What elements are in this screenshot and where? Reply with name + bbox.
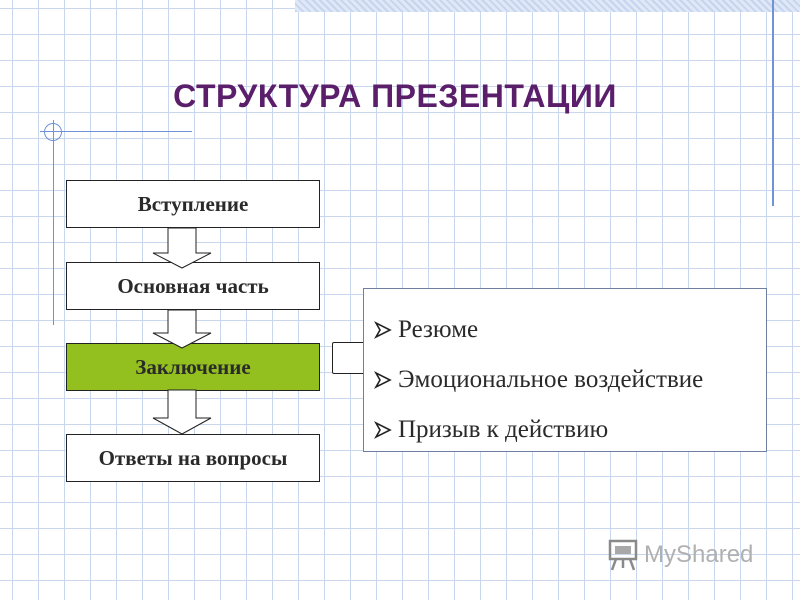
- detail-label-call-to-action: Призыв к действию: [398, 416, 609, 443]
- step-main-part: Основная часть: [66, 262, 320, 310]
- detail-label-summary: Резюме: [398, 316, 479, 343]
- left-decor-hline: [40, 131, 192, 132]
- step-intro: Вступление: [66, 180, 320, 228]
- detail-item: Эмоциональное воздействие: [374, 355, 766, 405]
- arrow-bullet-icon: [374, 371, 392, 389]
- watermark-text: MyShared: [644, 541, 754, 568]
- conclusion-details-box: Резюме Эмоциональное воздействие Призыв …: [363, 288, 767, 452]
- slide-title: СТРУКТУРА ПРЕЗЕНТАЦИИ: [173, 78, 617, 114]
- right-decor-line: [772, 0, 774, 206]
- down-arrow-3: [152, 389, 212, 435]
- top-decor-band: [295, 0, 800, 12]
- step-qa: Ответы на вопросы: [66, 434, 320, 482]
- watermark-logo: MyShared: [606, 538, 753, 572]
- detail-label-emotional: Эмоциональное воздействие: [398, 366, 704, 393]
- detail-item: Призыв к действию: [374, 405, 766, 455]
- left-decor-vline: [53, 120, 54, 325]
- detail-item: Резюме: [374, 305, 766, 355]
- step-conclusion: Заключение: [66, 343, 320, 391]
- chalkboard-icon: [608, 539, 638, 571]
- arrow-bullet-icon: [374, 421, 392, 439]
- arrow-bullet-icon: [374, 321, 392, 339]
- decor-circle: [44, 123, 62, 141]
